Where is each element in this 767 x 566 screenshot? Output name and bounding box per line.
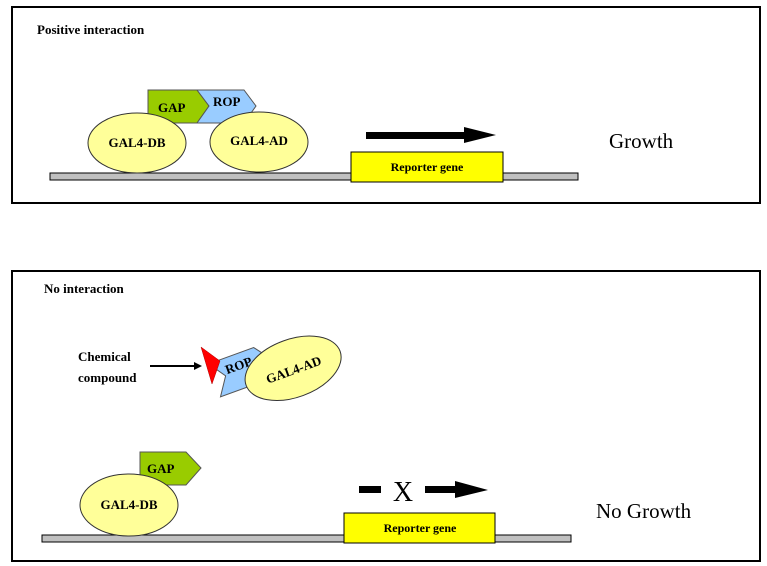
- gal4-db-label: GAL4-DB: [108, 135, 165, 150]
- gal4-db-domain: [87, 112, 187, 174]
- reporter-gene-label: Reporter gene: [384, 521, 457, 535]
- rop-label: ROP: [213, 94, 241, 109]
- blocked-x-mark: X: [393, 477, 413, 508]
- reporter-gene-box: [343, 512, 496, 544]
- gal4-db-label: GAL4-DB: [100, 497, 157, 512]
- outcome-label: No Growth: [596, 499, 692, 523]
- gap-label: GAP: [147, 461, 175, 476]
- panel-title: Positive interaction: [37, 22, 145, 37]
- gal4-ad-domain: [244, 335, 342, 401]
- gal4-db-domain: [79, 473, 179, 537]
- gal4-ad-domain: [209, 111, 309, 173]
- reporter-gene-box: [350, 151, 504, 183]
- compound-pointer-arrow: [150, 362, 202, 370]
- dissociated-prey-complex: ROP GAL4-AD: [207, 335, 342, 401]
- gap-label: GAP: [158, 100, 186, 115]
- chemical-compound-wedge: [200, 346, 221, 385]
- panel-title: No interaction: [44, 281, 125, 296]
- compound-label-line1: Chemical: [78, 349, 131, 364]
- panel-positive-interaction: Positive interaction GAP ROP GAL4-DB GAL…: [11, 6, 761, 204]
- dna-strand: [41, 534, 572, 543]
- reporter-gene-label: Reporter gene: [391, 160, 464, 174]
- panel-no-interaction: No interaction Chemical compound ROP GAL…: [11, 270, 761, 562]
- gal4-ad-label: GAL4-AD: [230, 133, 288, 148]
- dna-strand: [49, 172, 579, 181]
- outcome-label: Growth: [609, 129, 674, 153]
- transcription-arrow: [366, 127, 496, 143]
- compound-label-line2: compound: [78, 370, 137, 385]
- blocked-transcription-arrow: [359, 481, 488, 498]
